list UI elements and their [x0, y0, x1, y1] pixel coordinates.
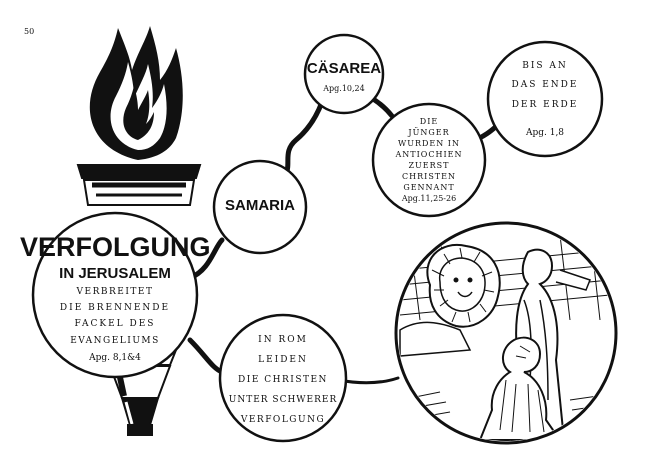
antiochien-circle — [371, 102, 487, 218]
samaria-circle — [212, 159, 308, 255]
antiochien-line-7: GENNANT — [403, 183, 455, 192]
jerusalem-subtitle: IN JERUSALEM — [59, 265, 171, 282]
lion-and-martyrs-illustration — [399, 229, 613, 441]
antiochien-line-6: CHRISTEN — [402, 172, 456, 181]
casarea-ref: Apg.10,24 — [323, 84, 365, 93]
rom-circle — [218, 313, 348, 443]
antiochien-line-4: ANTIOCHIEN — [395, 150, 463, 159]
ende-ref: Apg. 1,8 — [525, 128, 565, 138]
rom-line-2: LEIDEN — [258, 355, 308, 365]
torch-flame-icon — [89, 26, 183, 160]
ende-line-2: DAS ENDE — [511, 80, 579, 90]
antiochien-line-5: ZUERST — [408, 161, 450, 170]
page-number: 50 — [24, 27, 35, 36]
antiochien-ref: Apg.11,25-26 — [401, 194, 457, 203]
casarea-circle — [303, 33, 385, 115]
jerusalem-title: VERFOLGUNG — [20, 232, 211, 262]
jerusalem-line-2: DIE BRENNENDE — [59, 303, 171, 313]
jerusalem-line-1: VERBREITET — [76, 287, 154, 297]
samaria-title: SAMARIA — [225, 197, 295, 214]
casarea-title: CÄSAREA — [306, 60, 382, 77]
antiochien-line-3: WURDEN IN — [398, 139, 460, 148]
rom-line-1: IN ROM — [258, 335, 308, 345]
antiochien-line-1: DIE — [419, 117, 439, 126]
antiochien-line-2: JÜNGER — [408, 128, 450, 137]
rom-line-3: DIE CHRISTEN — [238, 375, 328, 385]
jerusalem-line-3: FACKEL DES — [74, 319, 156, 329]
rom-line-4: UNTER SCHWERER — [228, 395, 338, 405]
jerusalem-line-4: EVANGELIUMS — [70, 336, 160, 346]
ende-line-3: DER ERDE — [511, 100, 579, 110]
jerusalem-ref: Apg. 8,1&4 — [89, 353, 141, 363]
ende-circle — [486, 40, 604, 158]
ende-line-1: BIS AN — [522, 61, 568, 71]
jerusalem-circle — [31, 211, 199, 379]
rom-line-5: VERFOLGUNG — [240, 415, 326, 425]
